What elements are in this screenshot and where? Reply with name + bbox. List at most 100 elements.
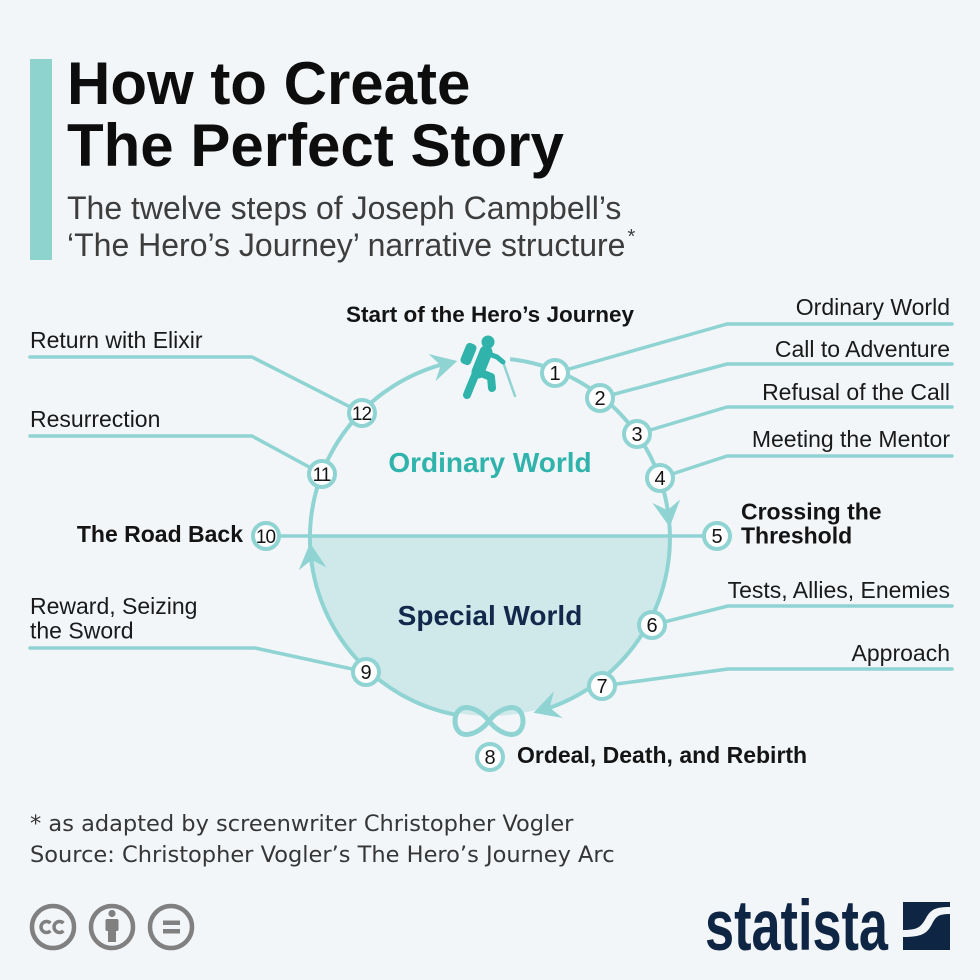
leader-line-6 — [650, 604, 954, 627]
statista-logo: statista — [705, 886, 950, 966]
step-node-3: 3 — [622, 419, 652, 449]
leader-line-3 — [635, 405, 954, 436]
step-node-12: 12 — [347, 398, 377, 428]
step-node-1: 1 — [540, 358, 570, 388]
arrow-icon — [652, 499, 681, 527]
person-head — [108, 909, 116, 918]
step-label-5-line-2: Threshold — [741, 523, 852, 549]
node-circle — [351, 657, 381, 687]
step-label-12: Return with Elixir — [30, 327, 203, 353]
arrowhead-shape — [298, 543, 327, 571]
step-label-7: Approach — [852, 640, 950, 666]
backpack — [460, 342, 477, 366]
step-number: 10 — [256, 527, 276, 548]
step-label-3: Refusal of the Call — [762, 379, 950, 405]
node-circle — [585, 383, 615, 413]
step-label-2: Call to Adventure — [775, 336, 950, 362]
cc-ring — [29, 903, 77, 951]
step-node-4: 4 — [645, 463, 675, 493]
footnote-marker: * — [627, 226, 636, 248]
step-number: 8 — [484, 747, 495, 769]
nd-ring — [147, 903, 195, 951]
step-number: 7 — [596, 676, 607, 698]
person-legs — [108, 929, 116, 942]
hiker-head — [481, 335, 495, 349]
hiker-icon — [460, 335, 517, 399]
arrow-icon — [428, 353, 458, 382]
journey-arc-left — [307, 361, 457, 717]
leader-line-7 — [600, 667, 954, 688]
cc-letter-c — [39, 919, 52, 935]
subtitle-line-2-row: ‘The Hero’s Journey’ narrative structure… — [67, 227, 635, 264]
hiker-front-leg — [477, 369, 496, 392]
attribution-ring — [88, 903, 136, 951]
node-circle — [307, 459, 337, 489]
special-world-region — [310, 536, 670, 716]
leader-line-12 — [28, 355, 364, 415]
step-node-11: 11 — [307, 459, 337, 489]
hiker-arm — [486, 351, 506, 365]
attribution-icon — [88, 903, 136, 951]
node-circle — [540, 358, 570, 388]
step-number: 6 — [646, 615, 657, 637]
leader-line-4 — [658, 454, 954, 480]
subtitle-line-2: ‘The Hero’s Journey’ narrative structure — [67, 227, 626, 263]
arrow-icon — [298, 543, 327, 571]
step-label-4: Meeting the Mentor — [752, 426, 951, 452]
step-node-2: 2 — [585, 383, 615, 413]
leader-line-2 — [598, 362, 954, 400]
subtitle: The twelve steps of Joseph Campbell’s ‘T… — [67, 190, 635, 264]
walking-stick — [501, 360, 517, 398]
step-label-9-line-1: Reward, Seizing — [30, 593, 197, 619]
node-circle — [475, 742, 505, 772]
step-number: 4 — [654, 468, 665, 490]
arrowhead-shape — [652, 499, 681, 527]
step-label-11: Resurrection — [30, 406, 160, 432]
arrow-icon — [533, 691, 563, 718]
leader-line-9 — [28, 646, 368, 674]
step-label-8: Ordeal, Death, and Rebirth — [517, 742, 807, 768]
leader-lines — [28, 322, 954, 688]
step-label-6: Tests, Allies, Enemies — [728, 577, 950, 603]
subtitle-line-1: The twelve steps of Joseph Campbell’s — [67, 190, 622, 226]
step-number: 9 — [360, 662, 371, 684]
step-node-10: 10 — [251, 521, 281, 551]
step-node-9: 9 — [351, 657, 381, 687]
step-node-8: 8 — [475, 742, 505, 772]
cc-letter-c — [52, 919, 65, 935]
equals-bar — [163, 920, 180, 925]
footnote: * as adapted by screenwriter Christopher… — [30, 810, 574, 837]
hiker-torso — [471, 345, 493, 379]
leader-line-1 — [553, 322, 954, 375]
start-label: Start of the Hero’s Journey — [346, 302, 634, 327]
step-number: 5 — [711, 526, 722, 548]
node-circle — [702, 521, 732, 551]
step-number: 2 — [594, 388, 605, 410]
step-label-1: Ordinary World — [796, 294, 950, 320]
node-circle — [587, 671, 617, 701]
title-line-1: How to Create — [67, 50, 471, 117]
step-node-5: 5 — [702, 521, 732, 551]
step-node-6: 6 — [637, 610, 667, 640]
infinity-icon — [452, 704, 526, 738]
step-label-9-line-2: the Sword — [30, 618, 134, 644]
arrowhead-shape — [428, 353, 458, 382]
page-title: How to Create The Perfect Story — [67, 53, 564, 177]
node-circle — [251, 521, 281, 551]
brand-wordmark: statista — [705, 886, 889, 966]
brand-mark-wave — [903, 907, 950, 937]
no-derivatives-icon — [147, 903, 195, 951]
cc-icon — [29, 903, 77, 951]
step-node-7: 7 — [587, 671, 617, 701]
node-circle — [645, 463, 675, 493]
node-circle — [622, 419, 652, 449]
title-accent-bar — [30, 59, 52, 260]
node-circle — [347, 398, 377, 428]
person-torso — [105, 919, 119, 931]
source-note: Source: Christopher Vogler’s The Hero’s … — [30, 841, 615, 868]
step-label-10: The Road Back — [77, 521, 243, 547]
step-number: 3 — [631, 424, 642, 446]
step-number: 1 — [549, 363, 560, 385]
